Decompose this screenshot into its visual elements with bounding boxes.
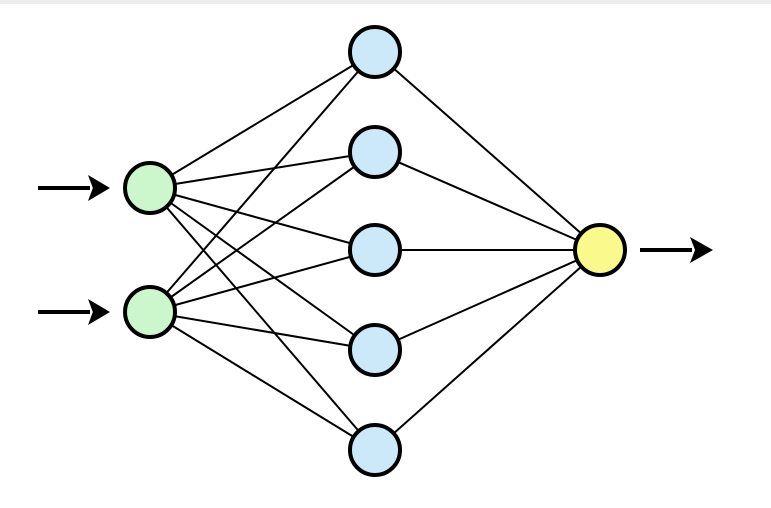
- edge-h4-o1: [374, 249, 601, 351]
- edges-group: [149, 51, 601, 451]
- edge-i2-h2: [149, 151, 376, 313]
- node-i2[interactable]: [123, 285, 177, 339]
- node-circle-h4[interactable]: [348, 323, 402, 377]
- input-arrow-2: [38, 299, 110, 325]
- node-circle-h1[interactable]: [348, 25, 402, 79]
- edge-i1-h2: [149, 151, 376, 189]
- input-arrow-1-head-icon: [88, 175, 110, 201]
- node-circle-i1[interactable]: [123, 161, 177, 215]
- node-o1[interactable]: [573, 223, 627, 277]
- input-arrow-2-head-icon: [88, 299, 110, 325]
- node-h1[interactable]: [348, 25, 402, 79]
- edge-i1-h5: [149, 187, 376, 451]
- nodes-group: [123, 25, 627, 477]
- edge-h2-o1: [374, 151, 601, 251]
- output-arrow-head-icon: [690, 237, 713, 263]
- arrows-group: [38, 175, 713, 325]
- node-circle-o1[interactable]: [573, 223, 627, 277]
- edge-i2-h1: [149, 51, 376, 313]
- edge-i2-h3: [149, 249, 376, 313]
- node-circle-h5[interactable]: [348, 423, 402, 477]
- node-circle-h3[interactable]: [348, 223, 402, 277]
- node-h2[interactable]: [348, 125, 402, 179]
- node-i1[interactable]: [123, 161, 177, 215]
- node-h5[interactable]: [348, 423, 402, 477]
- edge-i1-h4: [149, 187, 376, 351]
- output-arrow: [640, 237, 713, 263]
- input-arrow-1: [38, 175, 110, 201]
- edge-h1-o1: [374, 51, 601, 251]
- node-circle-h2[interactable]: [348, 125, 402, 179]
- node-h4[interactable]: [348, 323, 402, 377]
- node-h3[interactable]: [348, 223, 402, 277]
- top-edge-band: [0, 0, 771, 4]
- edge-i2-h4: [149, 311, 376, 351]
- edge-i1-h3: [149, 187, 376, 251]
- edge-h5-o1: [374, 249, 601, 451]
- edge-i1-h1: [149, 51, 376, 189]
- node-circle-i2[interactable]: [123, 285, 177, 339]
- edge-i2-h5: [149, 311, 376, 451]
